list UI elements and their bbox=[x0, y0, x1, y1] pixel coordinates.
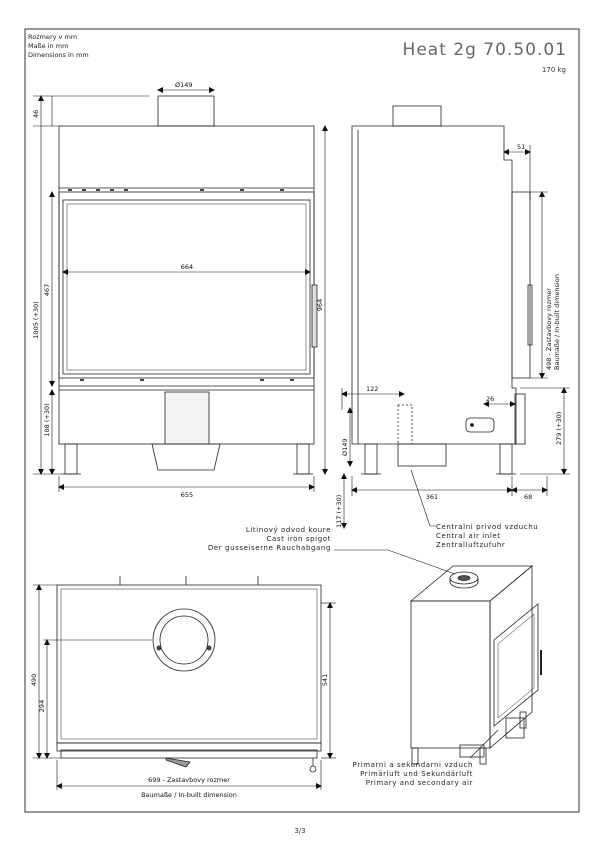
flue-spigot-front bbox=[157, 95, 215, 127]
dim-side-117: 117 (+30) bbox=[335, 495, 343, 528]
side-view bbox=[351, 105, 533, 475]
side-foot-left bbox=[364, 443, 378, 475]
dim-bottom-108: 108 (+30) bbox=[43, 403, 51, 436]
plan-flue-outer bbox=[152, 608, 216, 672]
dim-side-inbuilt-2: Baumaße / In-built dimension bbox=[553, 274, 561, 370]
dim-side-51: 51 bbox=[517, 143, 525, 151]
dim-front-width: 655 bbox=[181, 491, 193, 499]
dim-side-68: 68 bbox=[524, 493, 532, 501]
central-air-line-2: Central air inlet bbox=[436, 532, 501, 540]
iso-door bbox=[493, 603, 539, 727]
drawing-title: Heat 2g 70.50.01 bbox=[403, 40, 567, 60]
spigot-note: Litinový odvod koure Cast iron spigot De… bbox=[208, 526, 331, 552]
primary-air-line-3: Primary and secondary air bbox=[366, 779, 473, 787]
front-door-frame bbox=[58, 191, 315, 379]
dim-side-361: 361 bbox=[426, 493, 438, 501]
weight-label: 170 kg bbox=[542, 66, 566, 74]
units-note-line-1: Rozmery v mm bbox=[28, 33, 77, 41]
front-view bbox=[58, 95, 318, 475]
front-dimensions bbox=[33, 87, 328, 492]
spigot-line-2: Cast iron spigot bbox=[266, 535, 331, 543]
primary-air-line-1: Primarni a sekundarni vzduch bbox=[353, 761, 473, 769]
plan-view bbox=[56, 576, 322, 773]
dim-right-height: 964 bbox=[316, 299, 324, 311]
dim-plan-699: 699 - Zastavbovy rozmer bbox=[148, 776, 230, 784]
ash-tray bbox=[151, 443, 221, 471]
plan-flue-bolts bbox=[156, 645, 212, 651]
front-foot-left bbox=[64, 443, 78, 475]
iso-side-right bbox=[489, 565, 533, 749]
dim-side-inbuilt: 498 - Zastavbovy rozmer bbox=[545, 288, 553, 370]
side-handle bbox=[527, 284, 533, 346]
units-note-line-2: Maße in mm bbox=[28, 42, 68, 50]
dim-side-149: Ø149 bbox=[341, 438, 349, 456]
plan-flue-inner bbox=[159, 615, 209, 665]
central-air-line-3: Zentralluftzufuhr bbox=[436, 541, 505, 549]
plan-dimensions bbox=[33, 584, 336, 790]
central-air-line-1: Centralni privod vzduchu bbox=[436, 523, 538, 531]
side-air-inlet bbox=[397, 443, 447, 467]
dim-plan-699-2: Baumaße / In-built dimension bbox=[141, 791, 237, 799]
side-door-panel bbox=[511, 191, 531, 379]
spigot-line-3: Der gusseiserne Rauchabgang bbox=[208, 544, 331, 552]
front-foot-right bbox=[296, 443, 310, 475]
iso-top bbox=[409, 565, 534, 602]
spigot-line-1: Litinový odvod koure bbox=[246, 526, 331, 534]
dim-door-height: 467 bbox=[43, 284, 51, 296]
dim-side-26: 26 bbox=[486, 395, 494, 403]
central-air-leader bbox=[410, 469, 436, 527]
dim-plan-541: 541 bbox=[321, 674, 329, 686]
dim-top-46: 46 bbox=[32, 110, 40, 118]
dim-glass-width: 664 bbox=[181, 263, 193, 271]
dim-side-122: 122 bbox=[366, 385, 378, 393]
primary-air-note: Primarni a sekundarni vzduch Primärluft … bbox=[353, 761, 473, 787]
dim-total-height: 1005 (+30) bbox=[32, 301, 40, 338]
page-number: 3/3 bbox=[294, 827, 305, 835]
dim-side-279: 279 (+30) bbox=[555, 412, 563, 445]
dim-plan-490: 490 bbox=[30, 674, 38, 686]
spigot-leader bbox=[334, 549, 456, 575]
dim-flue-diameter: Ø149 bbox=[175, 81, 193, 89]
units-note: Rozmery v mm Maße in mm Dimensions in mm bbox=[28, 33, 89, 59]
dim-plan-294: 294 bbox=[38, 700, 46, 712]
isometric-view bbox=[409, 565, 542, 765]
glass-panel bbox=[62, 199, 311, 375]
primary-air-leader bbox=[469, 729, 499, 759]
drawing-frame bbox=[24, 28, 580, 813]
plan-body bbox=[56, 584, 322, 744]
front-vent-slots bbox=[68, 189, 294, 381]
side-dimensions bbox=[341, 145, 570, 529]
flue-spigot-side bbox=[392, 105, 442, 127]
side-bracket bbox=[465, 417, 495, 433]
plan-front-strip bbox=[60, 749, 318, 759]
air-control-box bbox=[164, 391, 210, 445]
side-foot-right bbox=[499, 443, 513, 475]
door-handle bbox=[311, 284, 318, 348]
units-note-line-3: Dimensions in mm bbox=[28, 51, 89, 59]
primary-air-line-2: Primärluft und Sekundärluft bbox=[360, 770, 473, 778]
iso-front-left bbox=[410, 600, 491, 749]
central-air-note: Centralni privod vzduchu Central air inl… bbox=[436, 523, 538, 549]
